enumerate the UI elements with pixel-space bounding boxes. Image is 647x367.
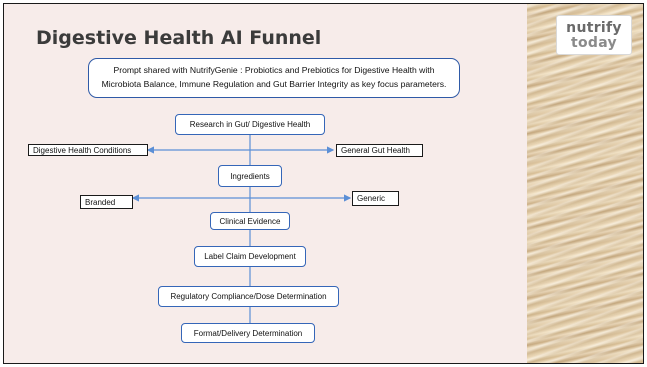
node-branded: Branded <box>80 195 133 209</box>
slide-title: Digestive Health AI Funnel <box>36 27 322 49</box>
decorative-side-panel <box>527 4 643 363</box>
node-regulatory-compliance: Regulatory Compliance/Dose Determination <box>158 286 339 307</box>
logo-line-2: today <box>571 35 617 51</box>
node-general-gut-health: General Gut Health <box>336 144 423 157</box>
prompt-line-1: Prompt shared with NutrifyGenie : Probio… <box>113 65 435 75</box>
prompt-line-2: Microbiota Balance, Immune Regulation an… <box>101 79 447 89</box>
node-format-delivery: Format/Delivery Determination <box>181 323 315 343</box>
node-digestive-health-conditions: Digestive Health Conditions <box>28 144 148 156</box>
logo-line-1: nutrify <box>566 20 622 36</box>
node-label-claim-development: Label Claim Development <box>194 246 306 267</box>
prompt-box: Prompt shared with NutrifyGenie : Probio… <box>88 58 460 98</box>
node-clinical-evidence: Clinical Evidence <box>210 212 290 230</box>
node-research-gut-health: Research in Gut/ Digestive Health <box>175 114 325 135</box>
node-generic: Generic <box>352 191 399 206</box>
nutrify-today-logo: nutrify today <box>556 15 632 55</box>
node-ingredients: Ingredients <box>218 165 282 187</box>
